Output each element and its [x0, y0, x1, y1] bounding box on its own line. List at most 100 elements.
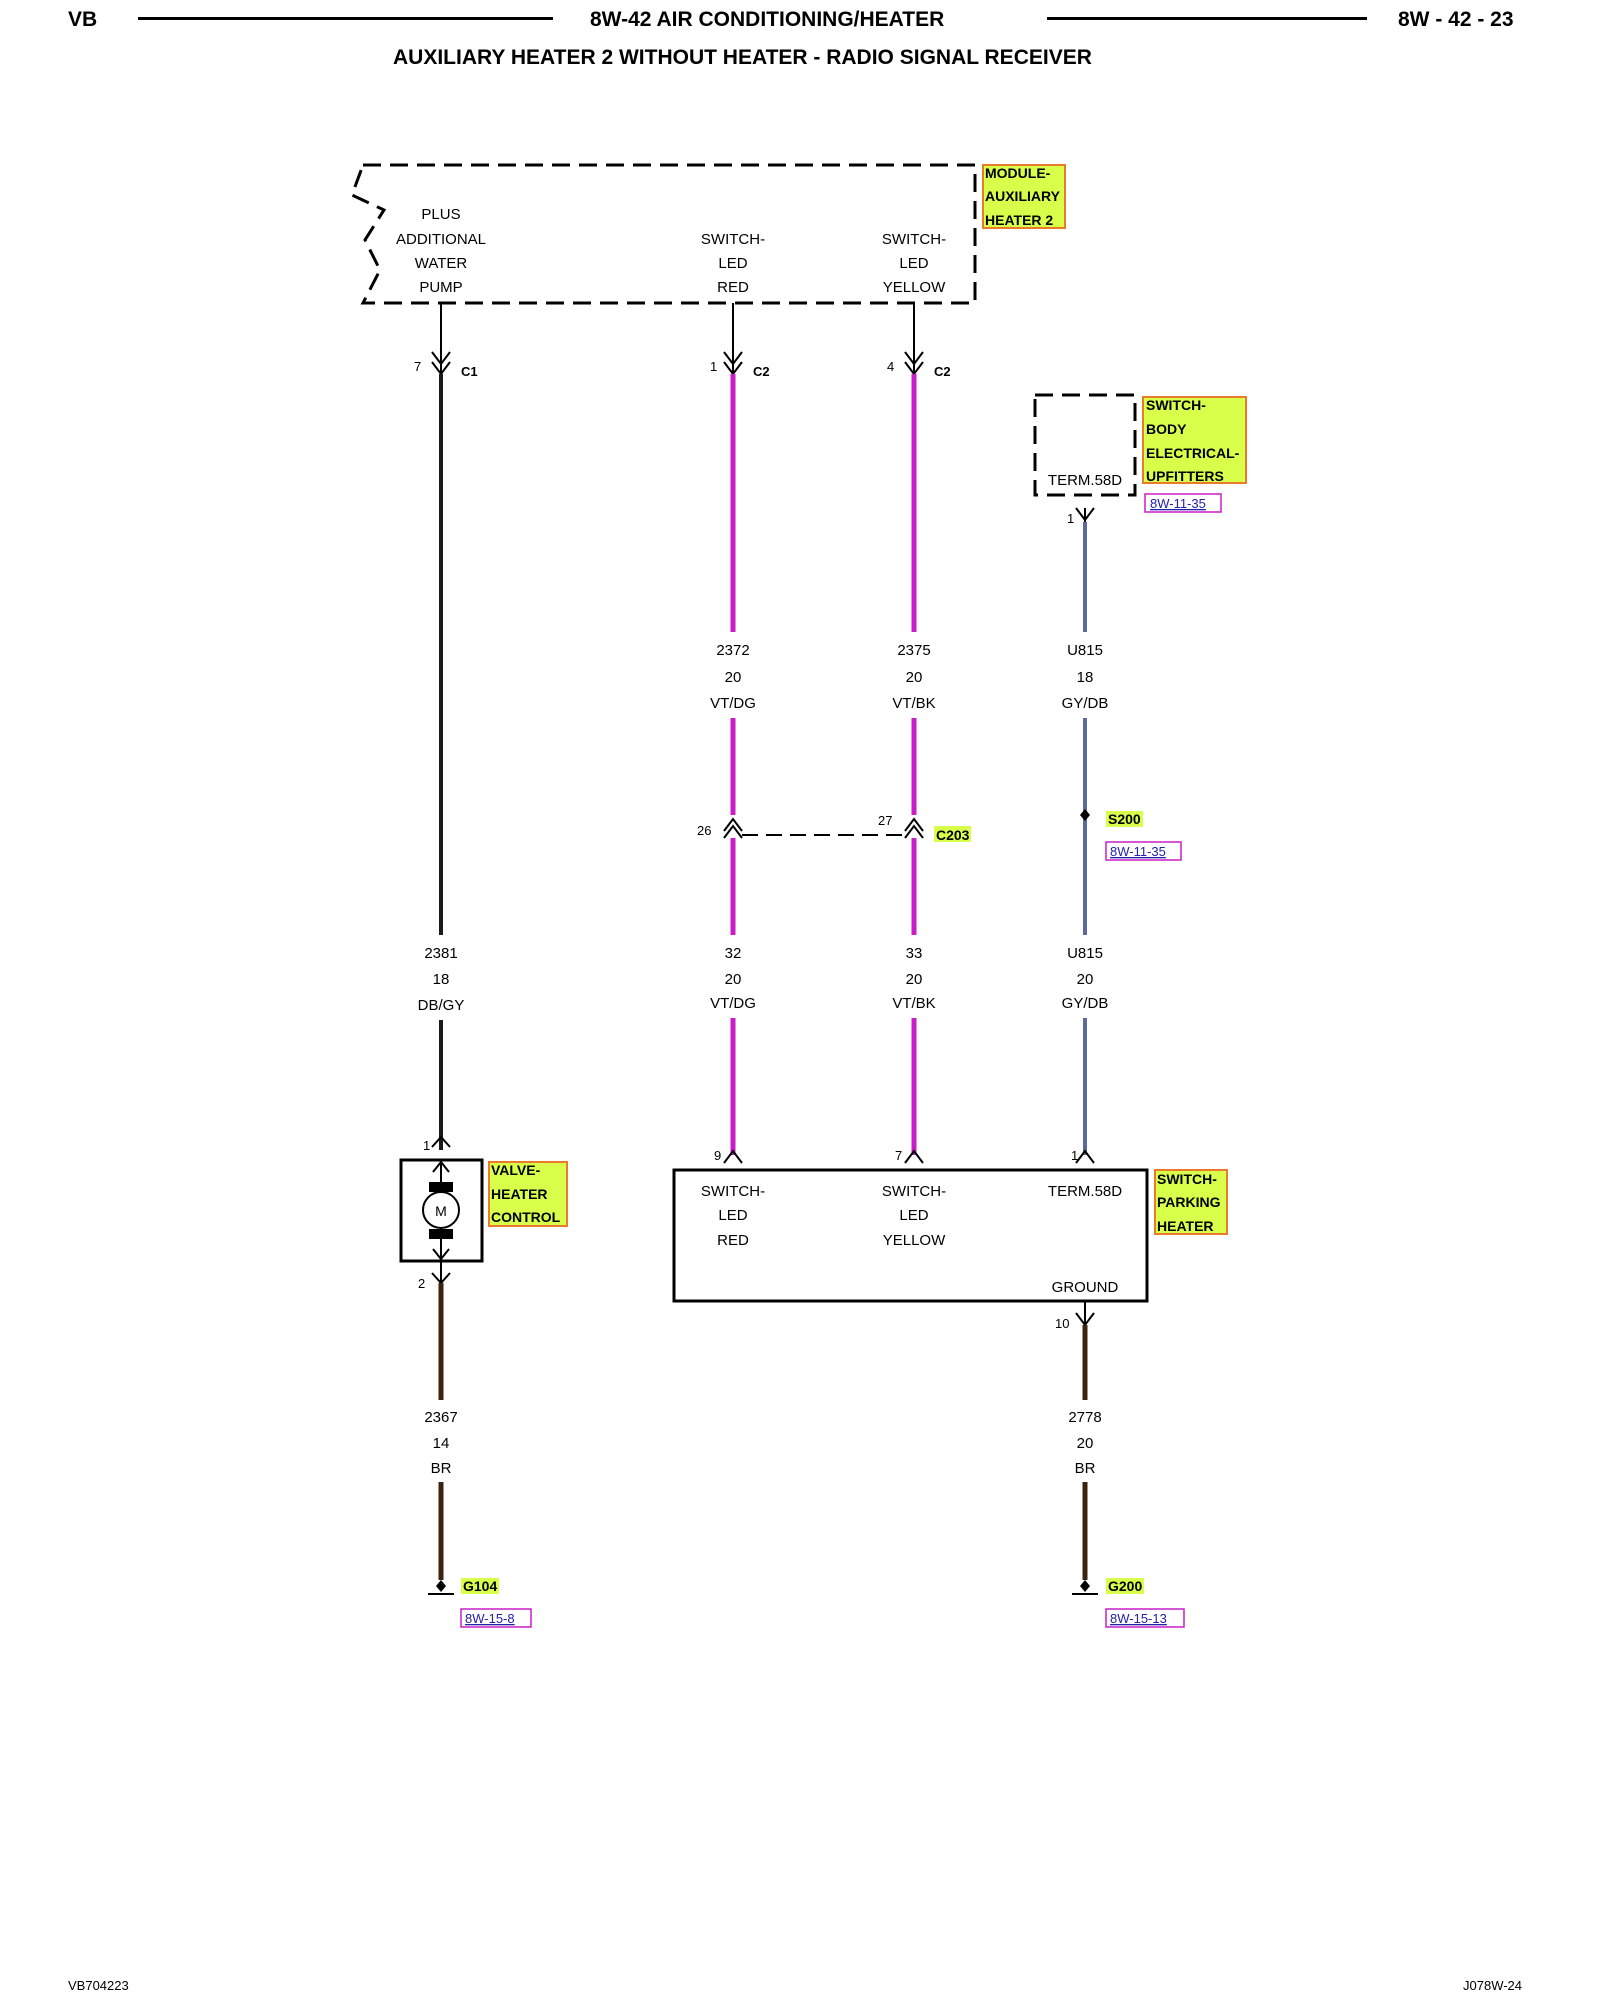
wire-u815-color: GY/DB [1062, 695, 1109, 712]
module-label-tag: MODULE- AUXILIARY HEATER 2 [982, 164, 1066, 229]
wire-2375-color: VT/BK [892, 695, 935, 712]
parking-term: TERM.58D [1048, 1183, 1122, 1200]
wire-33-gauge: 20 [906, 971, 923, 988]
upfitters-outline [1033, 393, 1137, 497]
footer-left: VB704223 [68, 1978, 129, 1993]
parking-label-line2: PARKING [1157, 1194, 1221, 1210]
wire-33-color: VT/BK [892, 995, 935, 1012]
module-label-line1: MODULE- [985, 165, 1051, 181]
connector-c2-red: 1 C2 [710, 303, 770, 379]
parking-ground: GROUND [1052, 1279, 1119, 1296]
parking-label-line1: SWITCH- [1157, 1171, 1217, 1187]
valve-label-line1: VALVE- [491, 1162, 541, 1178]
parking-pin-ground: 10 [1055, 1316, 1069, 1331]
ground-g200: G200 8W-15-13 [1072, 1578, 1185, 1628]
upfitters-ref-link[interactable]: 8W-11-35 [1150, 496, 1206, 511]
wire-2778-color: BR [1075, 1460, 1096, 1477]
module-label-line3: HEATER 2 [985, 212, 1053, 228]
wire-33-number: 33 [906, 945, 923, 962]
wire-2375-number: 2375 [897, 642, 930, 659]
valve-heater-control: 1 M VALVE- HEATER CONTROL 2 [399, 1135, 568, 1291]
valve-label-line2: HEATER [491, 1186, 548, 1202]
parking-pin-red: 9 [714, 1148, 721, 1163]
led-yellow-pin-line1: SWITCH- [882, 231, 946, 248]
wire-u815b-color: GY/DB [1062, 995, 1109, 1012]
parking-pin-yellow: 7 [895, 1148, 902, 1163]
footer-right: J078W-24 [1463, 1978, 1523, 1993]
s200-ref-link[interactable]: 8W-11-35 [1110, 844, 1166, 859]
wire-32-number: 32 [725, 945, 742, 962]
c203-left-pin-number: 26 [697, 823, 711, 838]
parking-led-red-line1: SWITCH- [701, 1183, 765, 1200]
motor-symbol: M [435, 1203, 447, 1219]
wire-32-color: VT/DG [710, 995, 756, 1012]
c2-red-label: C2 [753, 364, 770, 379]
g200-label: G200 [1108, 1578, 1142, 1594]
wire-32-gauge: 20 [725, 971, 742, 988]
upfitters-pin-number: 1 [1067, 511, 1074, 526]
led-red-pin-line3: RED [717, 279, 749, 296]
header-rule-right [1047, 17, 1367, 20]
connector-c203: 26 27 C203 [697, 813, 971, 843]
switch-body-upfitters: TERM.58D SWITCH- BODY ELECTRICAL- UPFITT… [1033, 393, 1247, 526]
pump-pin-line3: WATER [415, 255, 468, 272]
upfitters-label-line4: UPFITTERS [1146, 468, 1224, 484]
c2-yellow-label: C2 [934, 364, 951, 379]
switch-parking-heater: 9 7 1 SWITCH- LED RED SWITCH- LED YELLOW… [672, 1148, 1228, 1331]
wire-2372-color: VT/DG [710, 695, 756, 712]
module-label-line2: AUXILIARY [985, 188, 1061, 204]
parking-led-red-line3: RED [717, 1232, 749, 1249]
upfitters-label-line3: ELECTRICAL- [1146, 445, 1240, 461]
pump-pin-line1: PLUS [421, 206, 460, 223]
upfitters-label-line1: SWITCH- [1146, 397, 1206, 413]
valve-pin-top: 1 [423, 1138, 430, 1153]
wire-u815-number: U815 [1067, 642, 1103, 659]
pump-pin-line4: PUMP [419, 279, 462, 296]
page-title: 8W-42 AIR CONDITIONING/HEATER [590, 8, 945, 31]
upfitters-term: TERM.58D [1048, 472, 1122, 489]
led-yellow-pin-line3: YELLOW [883, 279, 946, 296]
wire-2367-number: 2367 [424, 1409, 457, 1426]
c1-pin-number: 7 [414, 359, 421, 374]
wire-2375-gauge: 20 [906, 669, 923, 686]
parking-switch-box [672, 1168, 1149, 1303]
parking-led-yellow-line3: YELLOW [883, 1232, 946, 1249]
wire-2381-color: DB/GY [418, 997, 465, 1014]
led-yellow-pin-line2: LED [899, 255, 928, 272]
s200-label: S200 [1108, 811, 1141, 827]
connector-c2-yellow: 4 C2 [887, 303, 951, 379]
page-number: 8W - 42 - 23 [1398, 8, 1514, 31]
valve-pin-bottom: 2 [418, 1276, 425, 1291]
pump-pin-line2: ADDITIONAL [396, 231, 486, 248]
wire-u815b-gauge: 20 [1077, 971, 1094, 988]
wire-2367-color: BR [431, 1460, 452, 1477]
wire-2381-number: 2381 [424, 945, 457, 962]
splice-s200: S200 8W-11-35 [1080, 809, 1182, 861]
upfitters-label-line2: BODY [1146, 421, 1187, 437]
c1-label: C1 [461, 364, 478, 379]
c203-right-pin-number: 27 [878, 813, 892, 828]
wire-2778-number: 2778 [1068, 1409, 1101, 1426]
c2-yellow-pin-number: 4 [887, 359, 894, 374]
motor-icon [422, 1191, 460, 1229]
module-auxiliary-heater: PLUS ADDITIONAL WATER PUMP SWITCH- LED R… [350, 163, 1066, 305]
c2-red-pin-number: 1 [710, 359, 717, 374]
led-red-pin-line2: LED [718, 255, 747, 272]
module-outline [350, 163, 977, 305]
wire-2372-gauge: 20 [725, 669, 742, 686]
wire-2372-number: 2372 [716, 642, 749, 659]
g200-ref-link[interactable]: 8W-15-13 [1110, 1611, 1167, 1626]
led-red-pin-line1: SWITCH- [701, 231, 765, 248]
header-left: VB [68, 8, 98, 31]
parking-label-line3: HEATER [1157, 1218, 1214, 1234]
wire-u815b-number: U815 [1067, 945, 1103, 962]
g104-ref-link[interactable]: 8W-15-8 [465, 1611, 515, 1626]
wire-2381-gauge: 18 [433, 971, 450, 988]
wire-2367-gauge: 14 [433, 1435, 450, 1452]
wire-2778-gauge: 20 [1077, 1435, 1094, 1452]
wire-u815-gauge: 18 [1077, 669, 1094, 686]
header-rule-left [138, 17, 553, 20]
parking-pin-term: 1 [1071, 1148, 1078, 1163]
valve-label-line3: CONTROL [491, 1209, 561, 1225]
